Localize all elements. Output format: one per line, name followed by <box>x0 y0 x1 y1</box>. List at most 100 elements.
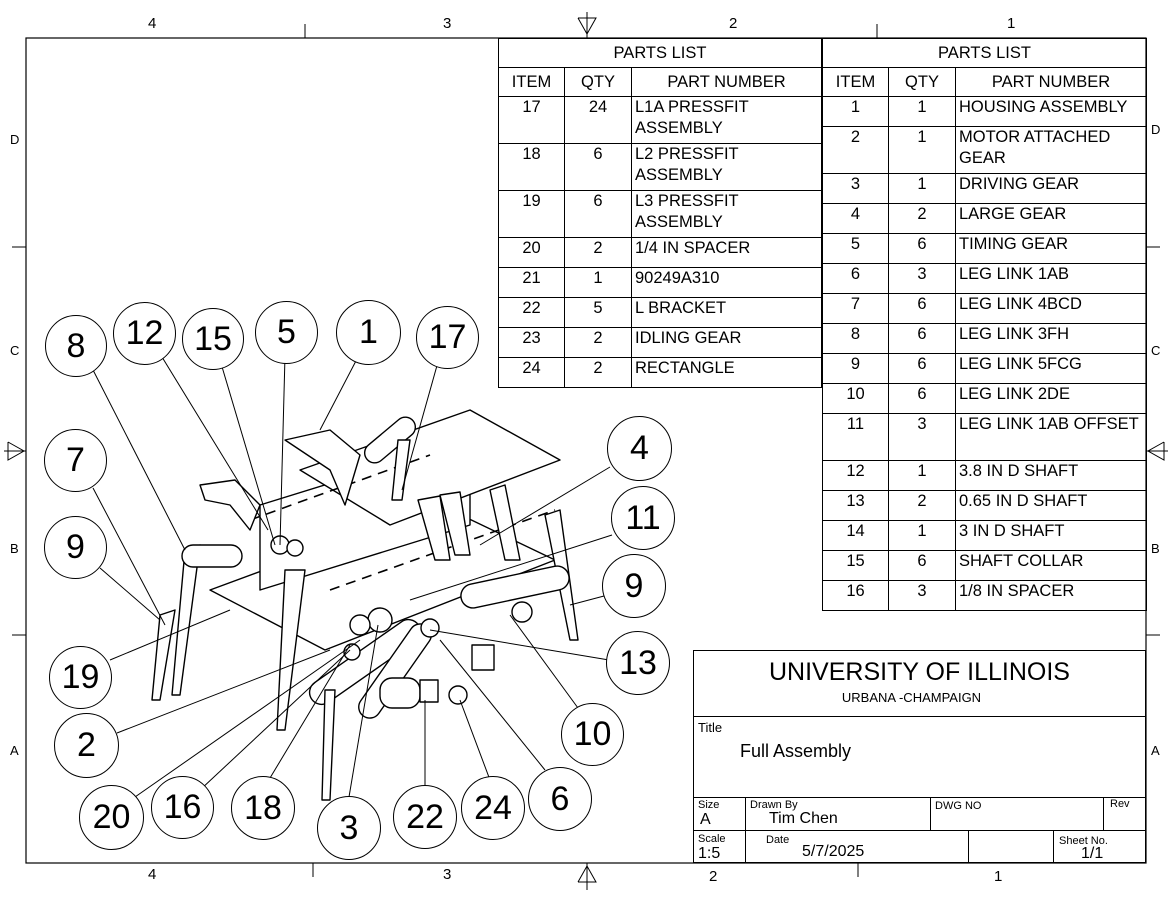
cell-qty: 2 <box>564 237 632 268</box>
balloon-item: 2 <box>54 713 119 778</box>
cell-item: 9 <box>822 353 889 384</box>
divider <box>930 797 931 830</box>
balloon-item: 18 <box>231 776 295 840</box>
col-qty: QTY <box>564 67 632 97</box>
cell-part-number: L1A PRESSFIT ASSEMBLY <box>631 96 822 144</box>
cell-part-number: 3 IN D SHAFT <box>955 520 1147 551</box>
balloon-item: 1 <box>336 300 401 365</box>
cell-item: 16 <box>822 580 889 611</box>
cell-qty: 6 <box>888 293 956 324</box>
cell-part-number: LEG LINK 2DE <box>955 383 1147 414</box>
cell-part-number: 1/8 IN SPACER <box>955 580 1147 611</box>
balloon-item: 22 <box>393 785 457 849</box>
balloon-item: 9 <box>44 516 107 579</box>
divider <box>1103 797 1104 830</box>
cell-part-number: HOUSING ASSEMBLY <box>955 96 1147 127</box>
balloon-item: 10 <box>561 703 624 766</box>
cell-qty: 6 <box>888 323 956 354</box>
balloon-item: 16 <box>151 776 214 839</box>
date-value: 5/7/2025 <box>802 843 865 860</box>
zone-right-B: B <box>1151 541 1160 556</box>
cell-part-number: SHAFT COLLAR <box>955 550 1147 581</box>
cell-item: 21 <box>498 267 565 298</box>
balloon-item: 8 <box>45 315 107 377</box>
cell-qty: 2 <box>564 327 632 358</box>
scale-label: Scale <box>698 833 726 845</box>
zone-right-D: D <box>1151 122 1161 137</box>
cell-item: 10 <box>822 383 889 414</box>
balloon-item: 13 <box>606 631 670 695</box>
cell-qty: 6 <box>888 233 956 264</box>
cell-part-number: RECTANGLE <box>631 357 822 388</box>
assembly-illustration <box>151 409 579 801</box>
org-name: UNIVERSITY OF ILLINOIS <box>768 658 1070 686</box>
zone-top-4: 4 <box>148 15 157 32</box>
zone-top-3: 3 <box>443 15 452 32</box>
cell-item: 17 <box>498 96 565 144</box>
cell-part-number: L2 PRESSFIT ASSEMBLY <box>631 143 822 191</box>
cell-qty: 1 <box>888 96 956 127</box>
cell-qty: 24 <box>564 96 632 144</box>
size-label: Size <box>698 799 720 811</box>
drawing-title: Full Assembly <box>740 741 852 761</box>
cell-item: 14 <box>822 520 889 551</box>
date-label: Date <box>766 834 790 846</box>
zone-bottom-4: 4 <box>148 866 157 883</box>
balloon-item: 11 <box>611 486 675 550</box>
cell-item: 22 <box>498 297 565 328</box>
balloon-item: 7 <box>44 429 107 492</box>
cell-qty: 1 <box>888 520 956 551</box>
cell-item: 2 <box>822 126 889 174</box>
balloon-item: 15 <box>182 308 244 370</box>
col-qty: QTY <box>888 67 956 97</box>
cell-qty: 5 <box>564 297 632 328</box>
balloon-item: 24 <box>461 776 525 840</box>
cell-item: 12 <box>822 460 889 491</box>
cell-part-number: 0.65 IN D SHAFT <box>955 490 1147 521</box>
divider <box>968 830 969 863</box>
balloon-item: 5 <box>255 301 318 364</box>
cell-qty: 1 <box>564 267 632 298</box>
divider <box>745 797 746 863</box>
cell-qty: 1 <box>888 126 956 174</box>
zone-left-A: A <box>10 743 19 758</box>
cell-qty: 6 <box>564 143 632 191</box>
cell-qty: 2 <box>564 357 632 388</box>
cell-qty: 3 <box>888 263 956 294</box>
org-subname: URBANA -CHAMPAIGN <box>841 690 982 705</box>
centering-marks <box>4 12 1168 890</box>
cell-part-number: LARGE GEAR <box>955 203 1147 234</box>
zone-bottom-2: 2 <box>709 868 718 885</box>
cell-item: 4 <box>822 203 889 234</box>
cell-part-number: 3.8 IN D SHAFT <box>955 460 1147 491</box>
balloon-item: 17 <box>416 306 479 369</box>
cell-part-number: IDLING GEAR <box>631 327 822 358</box>
cell-item: 20 <box>498 237 565 268</box>
leader-lines <box>91 355 613 798</box>
zone-right-C: C <box>1151 343 1161 358</box>
divider <box>693 797 1146 798</box>
cell-item: 5 <box>822 233 889 264</box>
zone-right-A: A <box>1151 743 1160 758</box>
cell-item: 13 <box>822 490 889 521</box>
cell-part-number: 90249A310 <box>631 267 822 298</box>
cell-qty: 2 <box>888 490 956 521</box>
